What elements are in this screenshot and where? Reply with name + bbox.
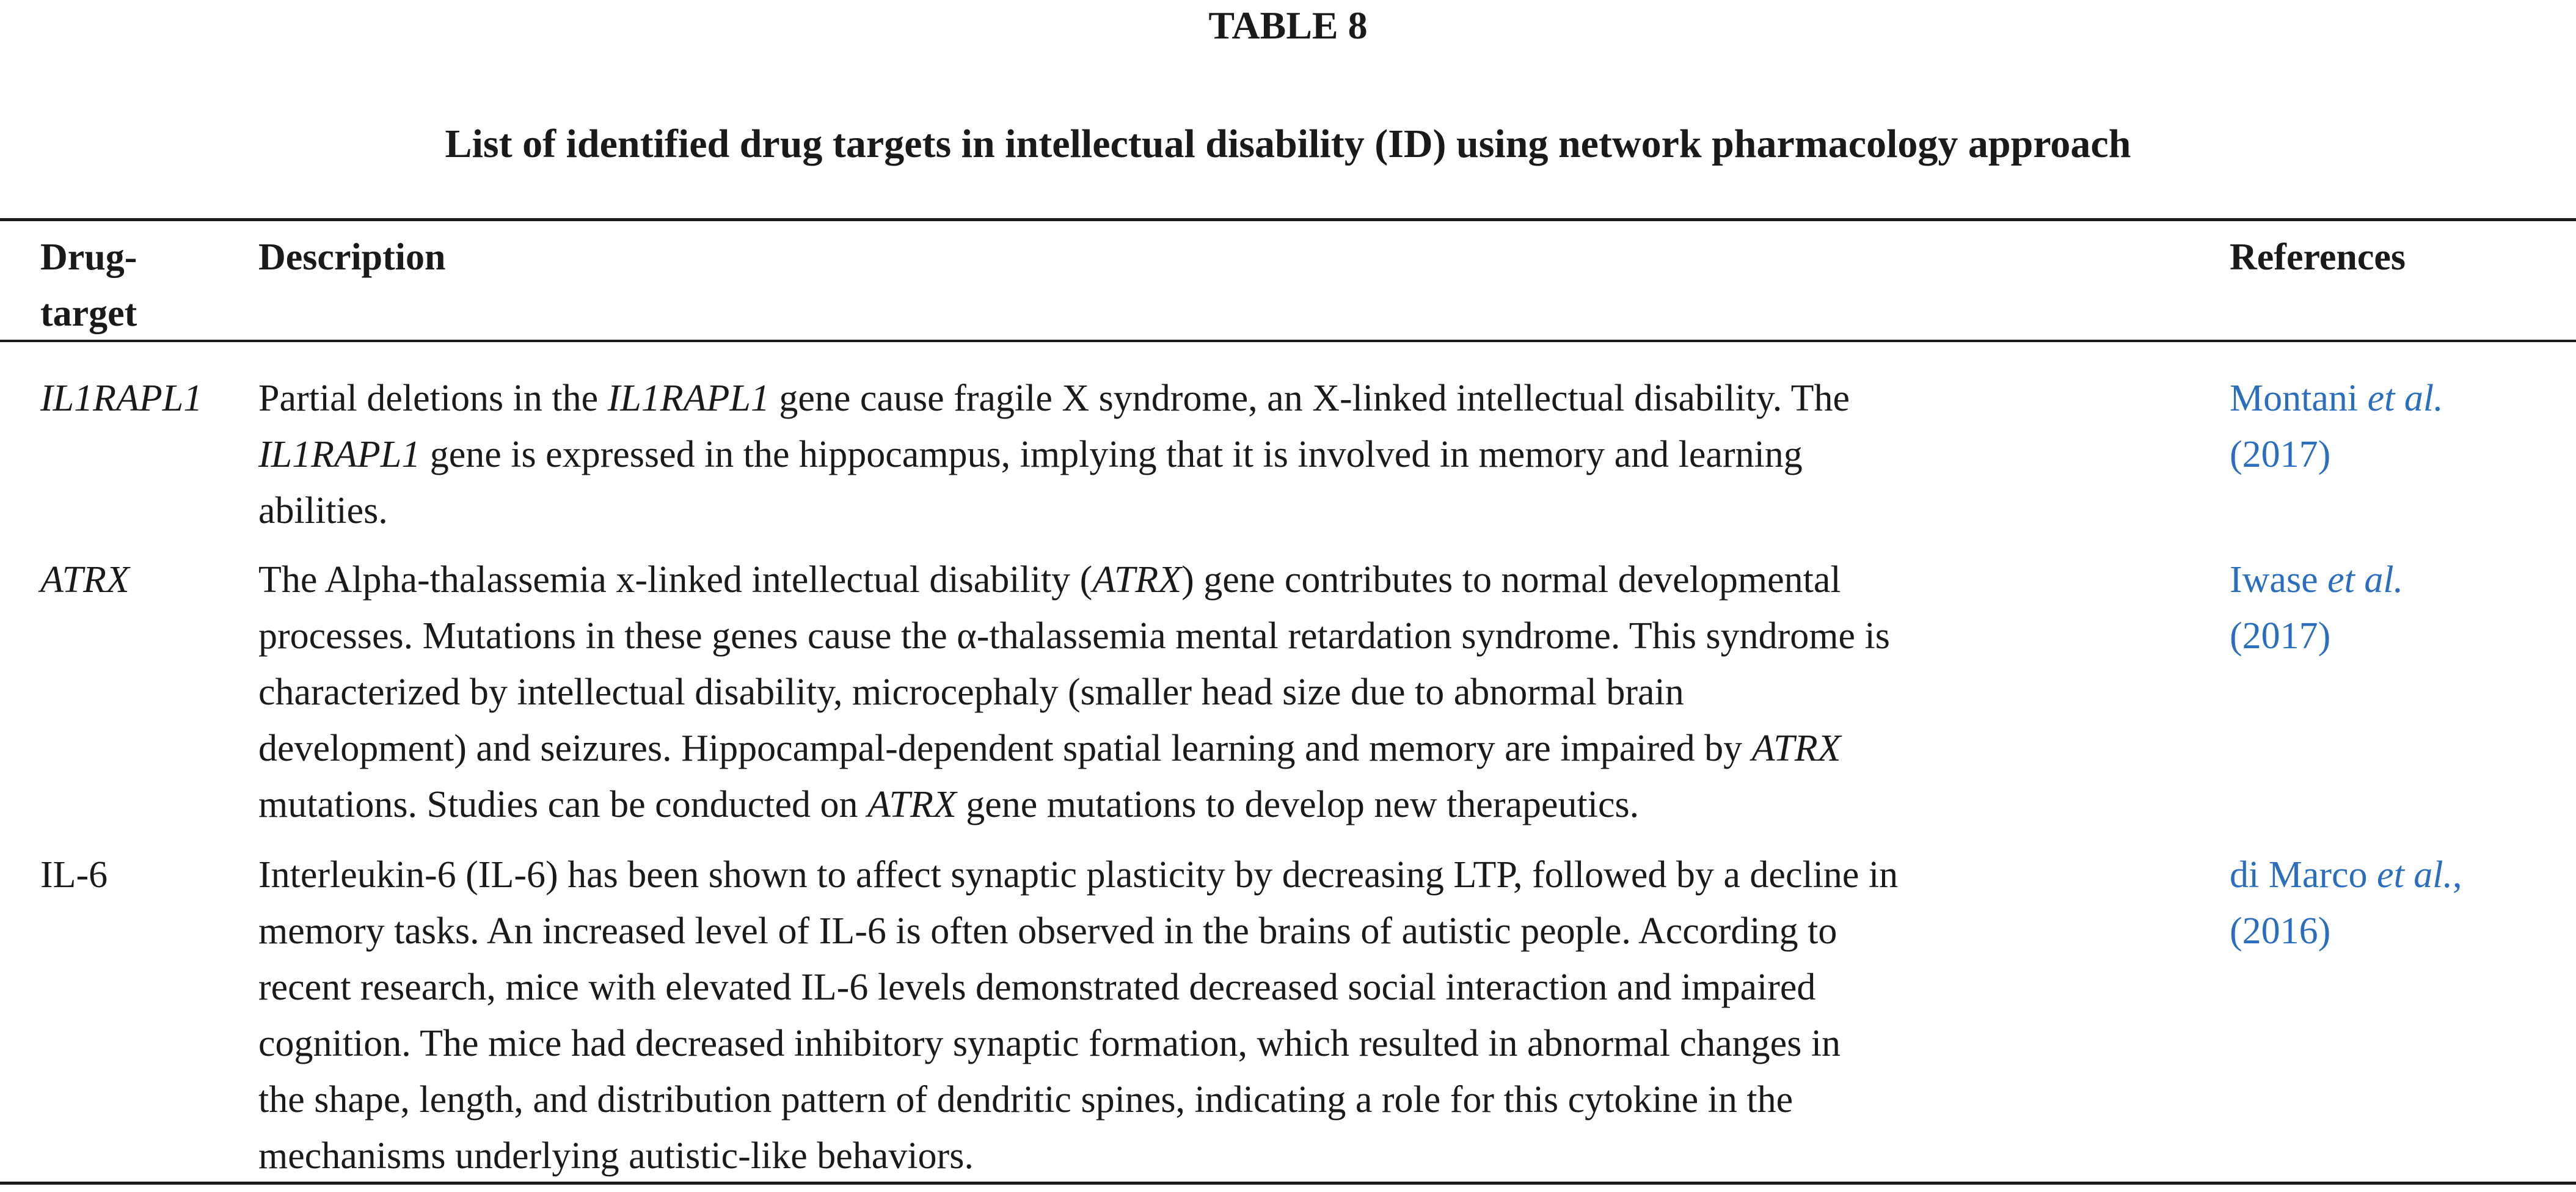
text-run: recent research, mice with elevated IL-6… [258,967,1816,1008]
text-line: (2016) [2230,903,2547,959]
row-2-description: The Alpha-thalassemia x-linked intellect… [258,552,2213,833]
italic-run: et al. [2327,559,2404,601]
text-run: Partial deletions in the [258,378,608,419]
text-line: Partial deletions in the IL1RAPL1 gene c… [258,370,2213,426]
italic-run: IL1RAPL1 [607,378,770,419]
text-line: (2017) [2230,608,2547,664]
table-number: TABLE 8 [1208,4,1368,47]
table-header-rule [0,340,2576,342]
italic-run: et al. [2377,854,2453,896]
text-line: processes. Mutations in these genes caus… [258,608,2213,664]
italic-run: ATRX [1751,728,1841,769]
text-run: ) gene contributes to normal development… [1181,559,1841,601]
text-line: (2017) [2230,426,2547,483]
row-3-reference[interactable]: di Marco et al., (2016) [2230,847,2547,959]
text-line: recent research, mice with elevated IL-6… [258,959,2213,1015]
text-run: (2017) [2230,434,2331,475]
table-bottom-rule [0,1182,2576,1185]
text-run: Iwase [2230,559,2328,601]
text-run: the shape, length, and distribution patt… [258,1079,1793,1121]
italic-run: et al. [2367,378,2443,419]
text-run: cognition. The mice had decreased inhibi… [258,1023,1841,1064]
text-run: development) and seizures. Hippocampal-d… [258,728,1752,769]
text-line: Iwase et al. [2230,552,2547,608]
text-line: memory tasks. An increased level of IL-6… [258,903,2213,959]
text-line: Montani et al. [2230,370,2547,426]
italic-run: ATRX [867,784,957,825]
text-run: processes. Mutations in these genes caus… [258,615,1890,657]
text-run: , [2453,854,2462,896]
text-run: Interleukin-6 (IL-6) has been shown to a… [258,854,1899,896]
italic-run: ATRX [1092,559,1182,601]
header-drug-target-line1: Drug- [40,236,137,278]
row-2-target: ATRX [40,559,130,601]
text-line: development) and seizures. Hippocampal-d… [258,720,2213,777]
text-line: cognition. The mice had decreased inhibi… [258,1015,2213,1072]
text-line: characterized by intellectual disability… [258,664,2213,720]
text-line: IL1RAPL1 gene is expressed in the hippoc… [258,426,2213,483]
row-3-target: IL-6 [40,854,108,896]
text-run: (2016) [2230,910,2331,952]
text-line: the shape, length, and distribution patt… [258,1072,2213,1128]
text-line: Interleukin-6 (IL-6) has been shown to a… [258,847,2213,903]
text-run: abilities. [258,490,388,532]
text-run: gene mutations to develop new therapeuti… [956,784,1640,825]
text-line: The Alpha-thalassemia x-linked intellect… [258,552,2213,608]
table-caption: List of identified drug targets in intel… [445,122,2131,166]
row-3-description: Interleukin-6 (IL-6) has been shown to a… [258,847,2213,1184]
text-run: di Marco [2230,854,2377,896]
row-1-description: Partial deletions in the IL1RAPL1 gene c… [258,370,2213,539]
row-2-reference[interactable]: Iwase et al. (2017) [2230,552,2547,664]
text-line: mechanisms underlying autistic-like beha… [258,1128,2213,1184]
text-run: characterized by intellectual disability… [258,671,1684,713]
text-run: mechanisms underlying autistic-like beha… [258,1135,974,1177]
header-drug-target: Drug- target [40,229,242,342]
text-line: di Marco et al., [2230,847,2547,903]
text-run: gene is expressed in the hippocampus, im… [420,434,1803,475]
text-run: gene cause fragile X syndrome, an X-link… [769,378,1850,419]
text-run: memory tasks. An increased level of IL-6… [258,910,1837,952]
text-run: The Alpha-thalassemia x-linked intellect… [258,559,1093,601]
italic-run: IL1RAPL1 [258,434,421,475]
text-run: Montani [2230,378,2368,419]
text-line: mutations. Studies can be conducted on A… [258,777,2213,833]
text-run: mutations. Studies can be conducted on [258,784,867,825]
header-drug-target-line2: target [40,293,137,334]
text-line: abilities. [258,483,2213,539]
row-1-reference[interactable]: Montani et al. (2017) [2230,370,2547,483]
text-run: (2017) [2230,615,2331,657]
header-description: Description [258,236,446,278]
header-references: References [2230,236,2406,278]
table-top-rule [0,218,2576,221]
row-1-target: IL1RAPL1 [40,378,203,419]
